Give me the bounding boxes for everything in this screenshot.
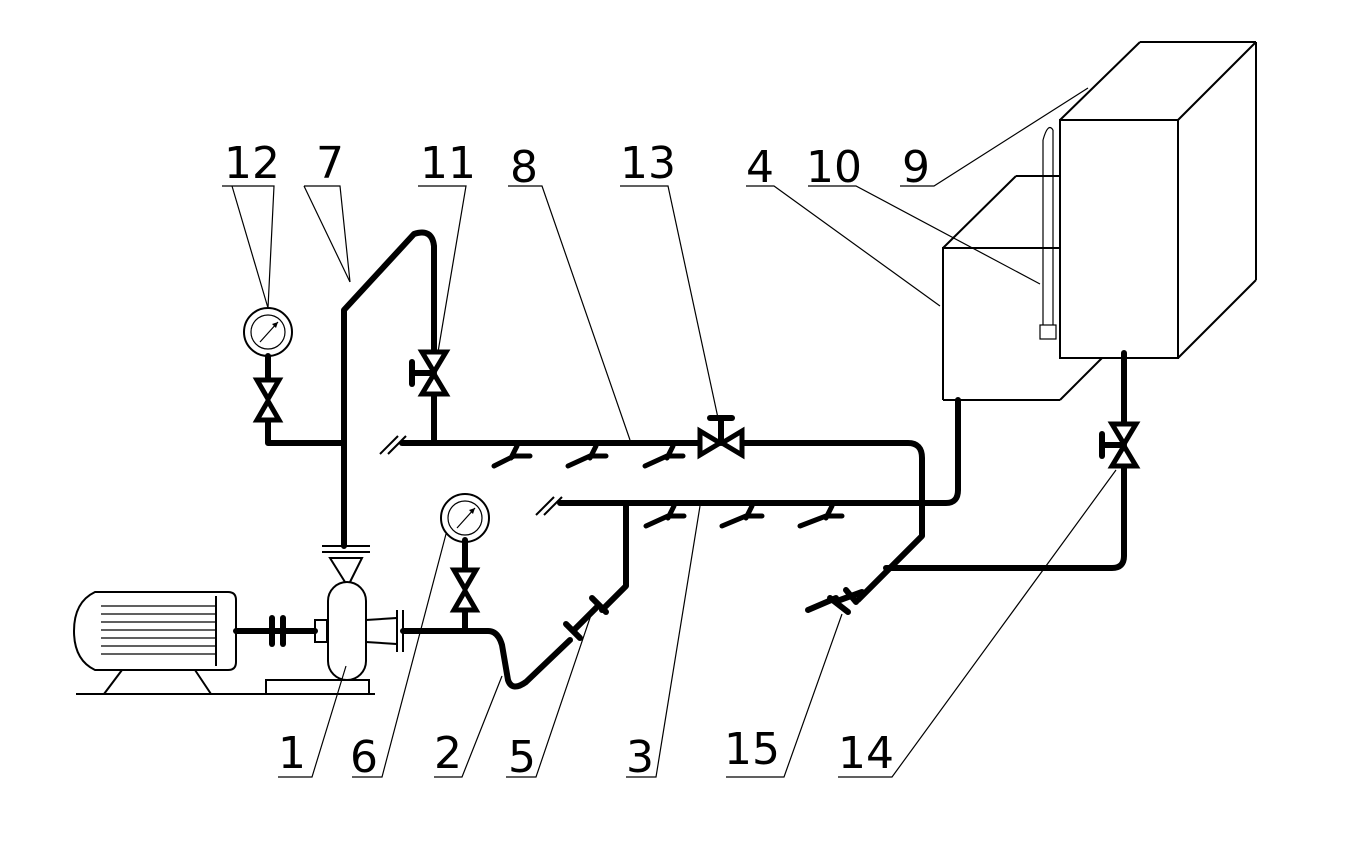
- nozzles: [491, 443, 845, 529]
- gauge-12-valve: [252, 377, 284, 423]
- gauge-6-valve: [449, 567, 481, 613]
- suction-pipe: [400, 628, 573, 690]
- label-5: 5: [508, 732, 536, 783]
- leader-lines: [222, 87, 1117, 778]
- label-10: 10: [806, 142, 862, 193]
- pipework: [265, 229, 1127, 690]
- tank-4: [942, 175, 1103, 401]
- label-6: 6: [350, 732, 378, 783]
- pump: [265, 545, 404, 695]
- valve-11: [409, 349, 451, 397]
- valve-5: [563, 595, 609, 641]
- motor: [72, 591, 375, 695]
- lower-header-pipe: [557, 397, 961, 506]
- pressure-gauge-12: [243, 307, 293, 357]
- label-3: 3: [626, 732, 654, 783]
- label-14: 14: [838, 728, 894, 779]
- label-11: 11: [420, 138, 476, 189]
- valve-13: [697, 415, 745, 460]
- gauge-12-branch: [265, 417, 347, 446]
- label-9: 9: [902, 142, 930, 193]
- label-8: 8: [510, 142, 538, 193]
- label-12: 12: [224, 138, 280, 189]
- valve-15: [805, 587, 865, 615]
- pressure-gauge-6: [440, 493, 490, 543]
- valve-14: [1099, 421, 1141, 469]
- pipe-break-marks: [379, 435, 563, 516]
- label-13: 13: [620, 138, 676, 189]
- label-1: 1: [278, 728, 306, 779]
- label-7: 7: [316, 138, 344, 189]
- shaft-coupling: [233, 615, 318, 647]
- level-gauge-10: [1039, 127, 1057, 340]
- label-2: 2: [434, 728, 462, 779]
- label-15: 15: [724, 724, 780, 775]
- tank-9: [1059, 41, 1257, 359]
- label-4: 4: [746, 142, 774, 193]
- discharge-riser-pipe: [341, 229, 437, 549]
